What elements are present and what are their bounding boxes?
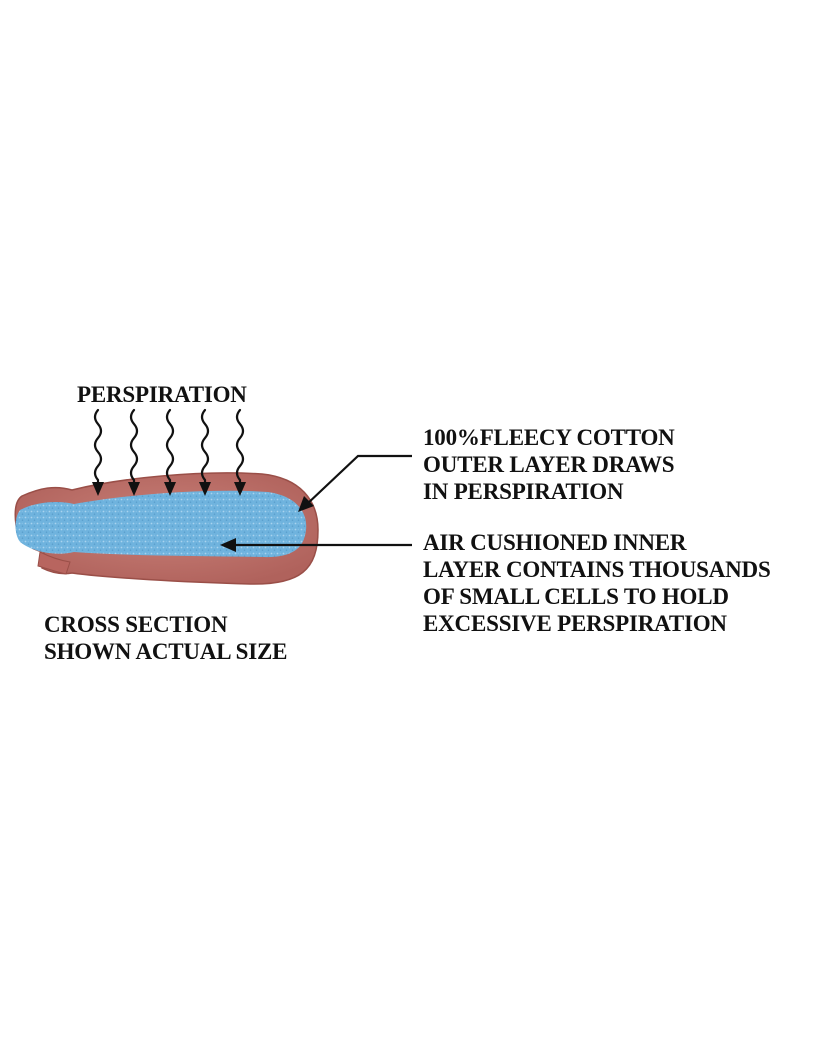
inner-layer-callout-line-4: EXCESSIVE PERSPIRATION <box>423 611 727 636</box>
cross-section-caption: CROSS SECTION SHOWN ACTUAL SIZE <box>44 611 287 665</box>
outer-layer-callout-line-3: IN PERSPIRATION <box>423 479 624 504</box>
arrowhead-3 <box>164 482 176 496</box>
arrowhead-1 <box>92 482 104 496</box>
arrowhead-4 <box>199 482 211 496</box>
perspiration-label: PERSPIRATION <box>77 382 247 407</box>
outer-layer-leader <box>305 454 412 506</box>
perspiration-arrows <box>93 408 245 488</box>
outer-layer-leader-arrowhead <box>298 496 314 512</box>
inner-layer-callout-line-2: LAYER CONTAINS THOUSANDS <box>423 557 771 582</box>
wavy-arrow-4 <box>200 408 210 488</box>
wavy-arrow-1 <box>93 408 103 488</box>
caption-line-1: CROSS SECTION <box>44 612 228 637</box>
perspiration-arrowheads <box>92 482 246 496</box>
outer-layer-callout: 100%FLEECY COTTON OUTER LAYER DRAWS IN P… <box>423 424 675 505</box>
inner-layer-callout-line-1: AIR CUSHIONED INNER <box>423 530 687 555</box>
wavy-arrow-5 <box>235 408 245 488</box>
caption-line-2: SHOWN ACTUAL SIZE <box>44 639 288 664</box>
arrowhead-5 <box>234 482 246 496</box>
inner-layer-callout: AIR CUSHIONED INNER LAYER CONTAINS THOUS… <box>423 529 771 637</box>
outer-layer-callout-line-1: 100%FLEECY COTTON <box>423 425 675 450</box>
wavy-arrow-3 <box>165 408 175 488</box>
outer-layer-tail <box>37 551 71 575</box>
outer-layer-callout-line-2: OUTER LAYER DRAWS <box>423 452 675 477</box>
inner-layer-leader-arrowhead <box>220 538 236 552</box>
arrowhead-2 <box>128 482 140 496</box>
inner-layer-callout-line-3: OF SMALL CELLS TO HOLD <box>423 584 729 609</box>
wavy-arrow-2 <box>129 408 139 488</box>
